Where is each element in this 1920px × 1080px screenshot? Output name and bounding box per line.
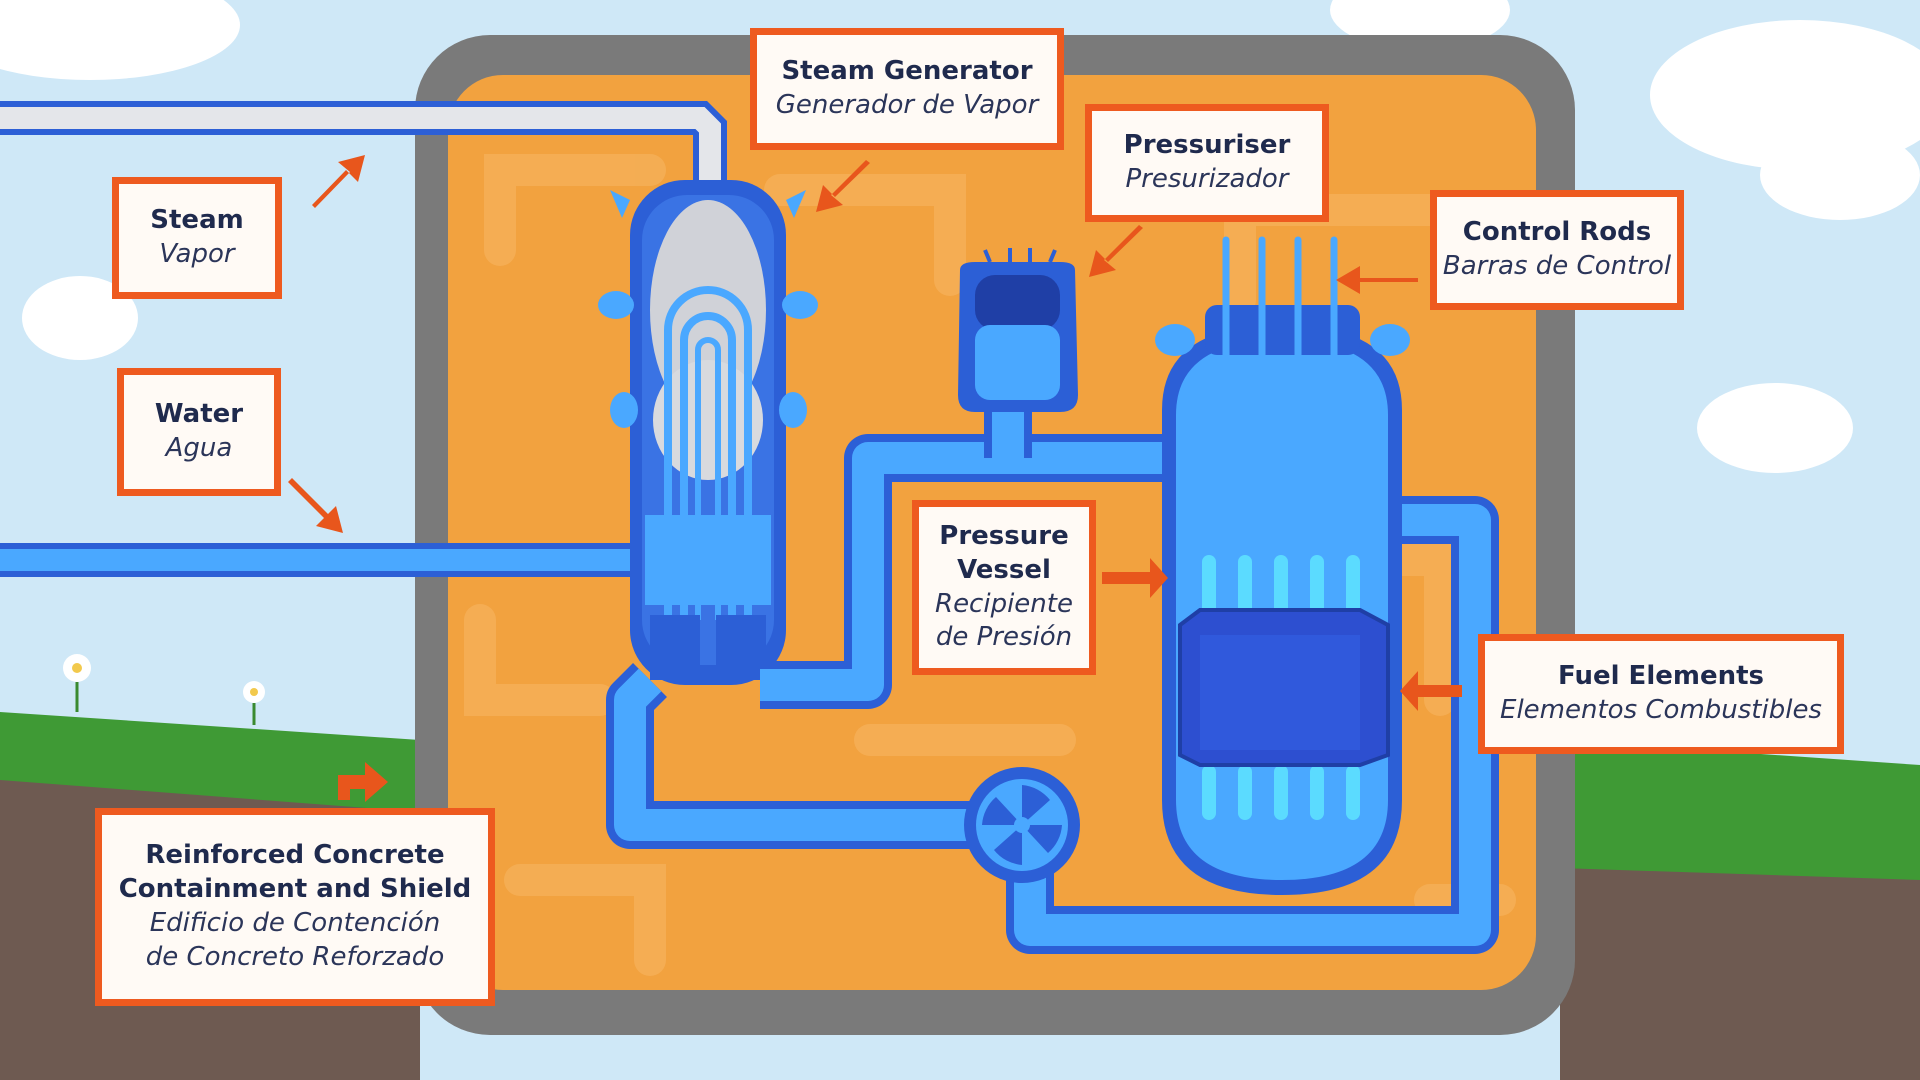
arrow-pressuriser <box>1089 225 1143 277</box>
coolant-pump <box>964 767 1080 883</box>
steam-generator-label-es: Generador de Vapor <box>775 90 1039 120</box>
pressure-vessel-label-es1: Recipiente <box>935 588 1073 619</box>
fuel-elements-label-en: Fuel Elements <box>1557 661 1765 692</box>
control-rods-label-es: Barras de Control <box>1442 251 1672 281</box>
steam-generator-label-en: Steam Generator <box>781 56 1033 87</box>
pressure-vessel-label-en1: Pressure <box>939 520 1069 551</box>
steam-generator <box>598 180 818 685</box>
control-rods-label-en: Control Rods <box>1462 217 1652 248</box>
clouds <box>0 0 1920 473</box>
flowers <box>63 654 265 725</box>
water-label-en: Water <box>154 399 244 430</box>
containment-label-en2: Containment and Shield <box>118 874 472 905</box>
water-label: Water Agua <box>117 368 281 496</box>
ground-right <box>1560 868 1920 1080</box>
primary-piping <box>606 410 1499 954</box>
pressuriser-label: Pressuriser Presurizador <box>1085 104 1329 222</box>
pressuriser-label-es: Presurizador <box>1125 164 1289 194</box>
pressuriser-label-en: Pressuriser <box>1123 130 1291 161</box>
pressure-vessel-label: Pressure Vessel Recipiente de Presión <box>912 500 1096 675</box>
arrow-steam-generator <box>816 160 870 212</box>
containment-label: Reinforced Concrete Containment and Shie… <box>95 808 495 1006</box>
containment-label-en1: Reinforced Concrete <box>145 840 445 871</box>
fuel-core <box>1178 555 1390 820</box>
arrow-containment <box>338 762 388 802</box>
arrow-steam <box>312 155 365 208</box>
steam-label-en: Steam <box>150 205 244 236</box>
arrow-control-rods <box>1336 266 1418 294</box>
steam-cloud <box>650 200 766 420</box>
fuel-elements-label: Fuel Elements Elementos Combustibles <box>1478 634 1844 754</box>
water-label-es: Agua <box>165 433 233 463</box>
steam-label: Steam Vapor <box>112 177 282 299</box>
control-rods <box>1222 236 1338 394</box>
arrow-fuel-elements <box>1400 671 1462 711</box>
containment-label-es1: Edificio de Contención <box>149 908 441 938</box>
pressure-vessel-label-es2: de Presión <box>935 622 1073 653</box>
control-rods-label: Control Rods Barras de Control <box>1430 190 1684 310</box>
arrow-pressure-vessel <box>1102 558 1168 598</box>
steam-generator-label: Steam Generator Generador de Vapor <box>750 28 1064 150</box>
pressuriser <box>958 248 1078 412</box>
fuel-elements-label-es: Elementos Combustibles <box>1500 695 1822 725</box>
containment-label-es2: de Concreto Reforzado <box>145 941 445 972</box>
background-pipes <box>464 154 1516 976</box>
feedwater-pipe <box>0 543 640 577</box>
arrows <box>288 155 1462 802</box>
arrow-water <box>288 478 343 533</box>
steam-pipe <box>0 101 727 185</box>
pressure-vessel-label-en2: Vessel <box>957 554 1051 585</box>
steam-label-es: Vapor <box>159 239 235 269</box>
